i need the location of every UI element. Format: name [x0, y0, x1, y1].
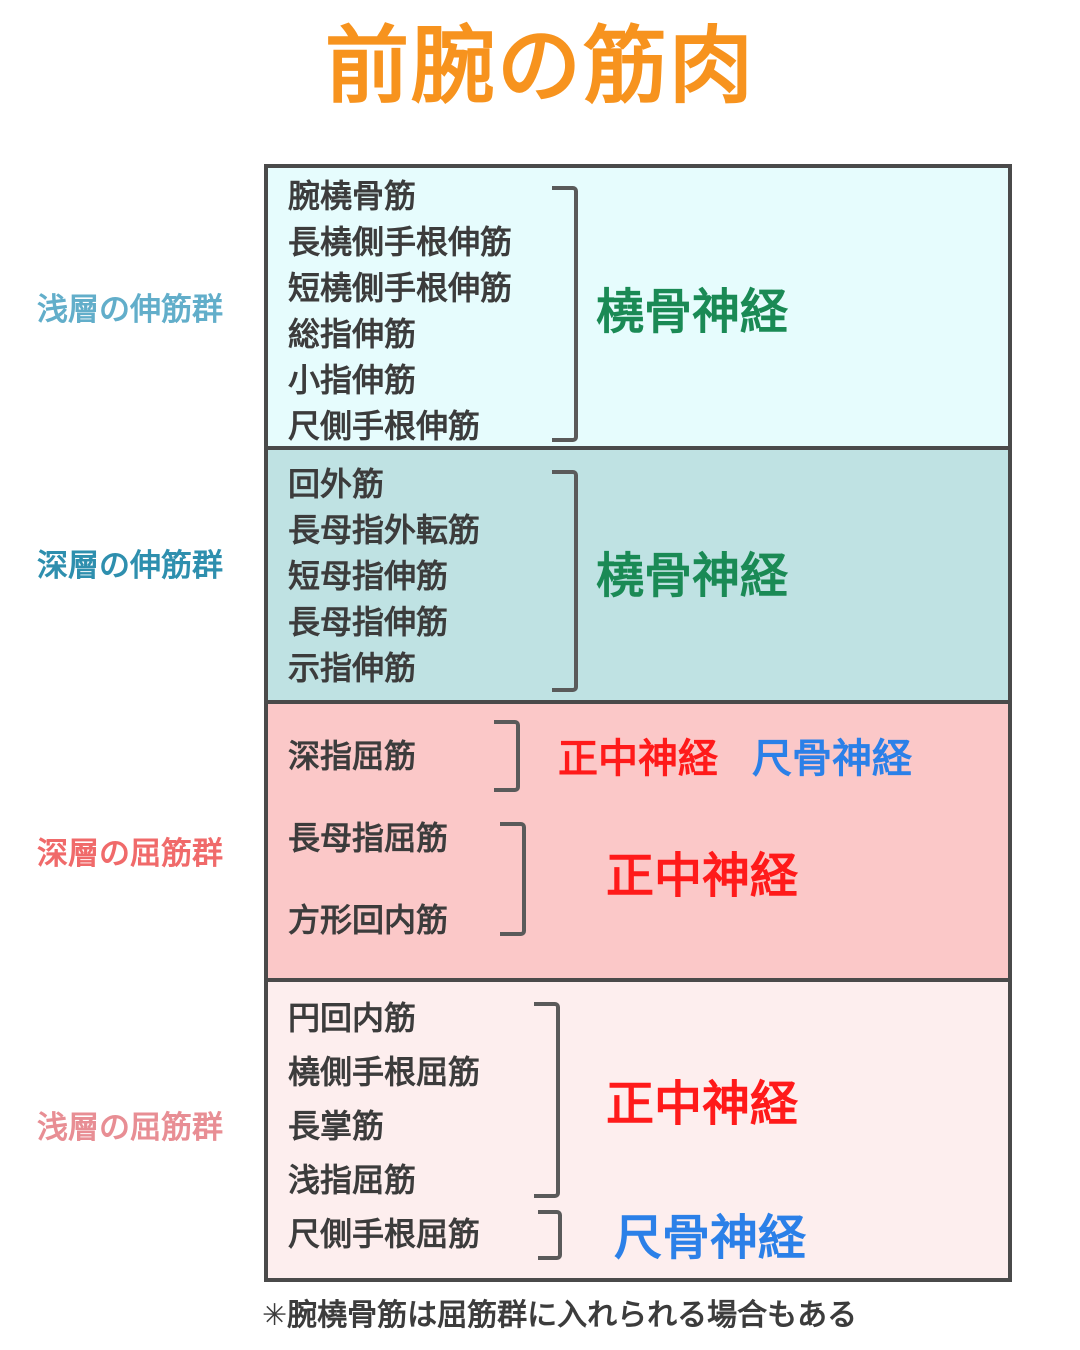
- nerve-label-median: 正中神経: [558, 736, 718, 782]
- muscle-item: 尺側手根伸筋: [288, 407, 481, 445]
- muscle-item: 方形回内筋: [288, 901, 449, 939]
- muscle-item: 長橈側手根伸筋: [288, 223, 513, 261]
- section-deep-flexors: 深指屈筋 長母指屈筋 方形回内筋 正中神経 尺骨神経 正中神経: [264, 700, 1012, 982]
- muscle-item: 長母指屈筋: [288, 819, 449, 857]
- group-label-superficial-flexors: 浅層の屈筋群: [37, 1110, 223, 1146]
- bracket: [552, 470, 578, 692]
- muscle-item: 長掌筋: [288, 1107, 385, 1145]
- muscle-item: 小指伸筋: [288, 361, 417, 399]
- section-deep-extensors: 回外筋 長母指外転筋 短母指伸筋 長母指伸筋 示指伸筋 橈骨神経: [264, 446, 1012, 704]
- footnote: ✳︎腕橈骨筋は屈筋群に入れられる場合もある: [262, 1298, 858, 1333]
- group-label-deep-flexors: 深層の屈筋群: [37, 836, 223, 872]
- nerve-label-median: 正中神経: [606, 1076, 799, 1132]
- muscle-item: 示指伸筋: [288, 649, 417, 687]
- muscle-item: 円回内筋: [288, 999, 417, 1037]
- group-label-superficial-extensors: 浅層の伸筋群: [37, 292, 223, 328]
- nerve-label-ulnar: 尺骨神経: [614, 1210, 807, 1266]
- group-label-deep-extensors: 深層の伸筋群: [37, 548, 223, 584]
- muscle-item: 回外筋: [288, 465, 385, 503]
- muscle-item: 長母指伸筋: [288, 603, 449, 641]
- muscle-item: 深指屈筋: [288, 737, 417, 775]
- section-superficial-flexors: 円回内筋 橈側手根屈筋 長掌筋 浅指屈筋 尺側手根屈筋 正中神経 尺骨神経: [264, 978, 1012, 1282]
- muscle-item: 尺側手根屈筋: [288, 1215, 481, 1253]
- bracket: [494, 720, 520, 792]
- muscle-item: 橈側手根屈筋: [288, 1053, 481, 1091]
- nerve-label-median: 正中神経: [606, 848, 799, 904]
- bracket: [534, 1002, 560, 1198]
- section-superficial-extensors: 腕橈骨筋 長橈側手根伸筋 短橈側手根伸筋 総指伸筋 小指伸筋 尺側手根伸筋 橈骨…: [264, 164, 1012, 450]
- muscle-item: 浅指屈筋: [288, 1161, 417, 1199]
- bracket: [552, 186, 578, 442]
- nerve-label-radial: 橈骨神経: [596, 548, 789, 604]
- muscle-item: 総指伸筋: [288, 315, 417, 353]
- muscle-item: 腕橈骨筋: [288, 177, 417, 215]
- nerve-label-radial: 橈骨神経: [596, 284, 789, 340]
- muscle-item: 短橈側手根伸筋: [288, 269, 513, 307]
- muscle-item: 短母指伸筋: [288, 557, 449, 595]
- bracket: [500, 822, 526, 936]
- page-title: 前腕の筋肉: [324, 17, 755, 115]
- bracket: [538, 1210, 562, 1260]
- muscle-item: 長母指外転筋: [288, 511, 481, 549]
- nerve-label-ulnar: 尺骨神経: [752, 736, 912, 782]
